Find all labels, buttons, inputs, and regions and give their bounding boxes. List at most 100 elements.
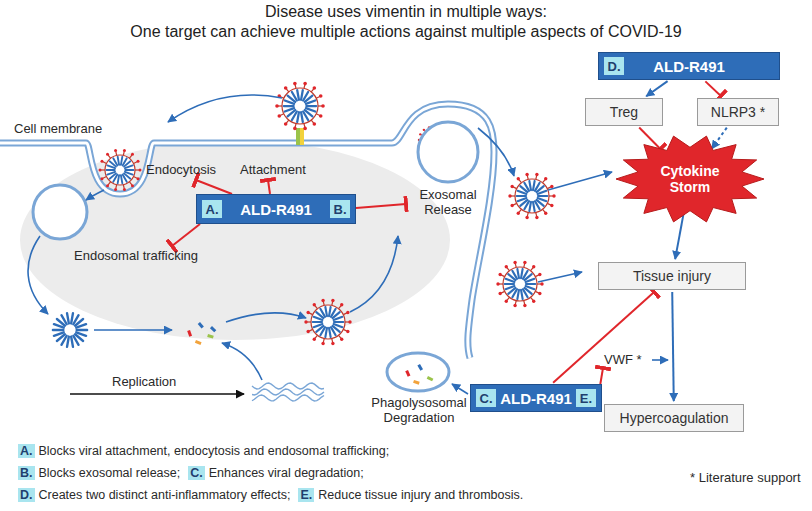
illustration-stroke (517, 290, 519, 299)
illustration-stroke (350, 236, 398, 312)
rna-strand (252, 395, 324, 401)
annotation: Phagolysosomal Degradation (370, 396, 468, 426)
callout-letter: A. (18, 444, 35, 458)
illustration-stroke (94, 329, 172, 331)
legend-text: Blocks viral attachment, endocytosis and… (39, 444, 390, 458)
node-text: Cytokine Storm (648, 163, 732, 195)
illustration-stroke (131, 184, 134, 187)
illustration-stroke (331, 342, 334, 345)
illustration-stroke (517, 195, 526, 197)
node-text: A. (206, 202, 219, 217)
debris-bit (210, 326, 216, 332)
illustration-stroke (123, 188, 126, 191)
viral-debris (187, 322, 433, 385)
illustration-stroke (129, 182, 131, 185)
debris-bit (405, 370, 410, 377)
node-text: Hypercoagulation (620, 410, 729, 426)
illustration-stroke (533, 181, 535, 190)
illustration-stroke (521, 290, 523, 299)
illustration-stroke (529, 181, 531, 190)
illustration-stroke (325, 328, 327, 337)
illustration-stroke (550, 204, 553, 207)
illustration-stroke (284, 105, 294, 107)
illustration-stroke (517, 212, 520, 215)
callout-letter: E. (575, 388, 597, 408)
callout-letter: E. (298, 488, 314, 502)
annotation: Replication (112, 374, 176, 389)
illustration-stroke (346, 330, 349, 333)
illustration-stroke (28, 236, 48, 314)
illustration-stroke (303, 82, 307, 86)
illustration-stroke (108, 155, 110, 158)
annotation: Cell membrane (14, 121, 102, 136)
node-text: D. (608, 59, 621, 74)
illustration-stroke (306, 311, 309, 314)
callout-letter: A. (201, 199, 223, 219)
legend-row: D.Creates two distinct anti-inflammatory… (18, 488, 523, 502)
illustration-stroke (106, 184, 109, 187)
illustration-stroke (321, 104, 325, 108)
drug-box: ALD-R491 C. E. (470, 384, 602, 412)
illustration-stroke (100, 177, 103, 180)
node-text: Treg (610, 104, 638, 120)
illustration-stroke (544, 212, 547, 215)
cytoplasm-shade (20, 140, 450, 340)
illustration-stroke (301, 112, 303, 122)
illustration-stroke (107, 169, 115, 171)
illustration-stroke (340, 303, 343, 306)
uncoated-virus (53, 313, 87, 347)
legend-row: B.Blocks exosomal release;C.Enhances vir… (18, 466, 364, 480)
annotation: Endocytosis (146, 162, 216, 177)
illustration-stroke (137, 160, 140, 163)
illustration-stroke (285, 108, 294, 111)
illustration-stroke (331, 327, 336, 335)
illustration-stroke (268, 180, 270, 194)
illustration-stroke (292, 92, 297, 101)
illustration-stroke (61, 315, 66, 324)
illustration-stroke (321, 342, 324, 345)
illustration-stroke (311, 305, 345, 339)
illustration-stroke (313, 122, 317, 126)
illustration-stroke (301, 90, 303, 100)
illustration-stroke (508, 194, 511, 197)
illustration-stroke (529, 202, 531, 211)
illustration-stroke (303, 111, 308, 120)
node-text: C. (480, 391, 493, 406)
debris-bit (417, 364, 423, 371)
illustration-stroke (137, 177, 140, 180)
illustration-stroke (544, 177, 547, 180)
arrow-connector (646, 81, 667, 96)
virus-group (40, 82, 556, 347)
illustration-stroke (510, 204, 513, 207)
illustration-stroke (304, 320, 307, 323)
illustration-stroke (452, 384, 468, 394)
illustration-stroke (0, 104, 494, 358)
annotation: Endosomal trafficking (74, 248, 198, 263)
illustration-stroke (67, 337, 69, 347)
inhibition-connector (705, 81, 721, 96)
node-text: Tissue injury (633, 268, 711, 284)
debris-bit (198, 322, 204, 329)
debris-bit (413, 380, 420, 385)
debris-bit (427, 376, 434, 381)
callout-letter: C. (475, 388, 497, 408)
drug-box: ALD-R491D. (598, 52, 780, 80)
illustration-stroke (538, 292, 541, 295)
node-text: ALD-R491 (500, 390, 572, 407)
inhibition-lines (172, 180, 603, 392)
illustration-stroke (123, 149, 126, 152)
illustration-stroke (53, 329, 63, 331)
illustration-stroke (419, 133, 421, 135)
illustration-stroke (196, 180, 232, 194)
illustration-stroke (297, 90, 299, 100)
illustration-stroke (277, 114, 281, 118)
illustration-stroke (319, 114, 323, 118)
illustration-stroke (329, 307, 331, 316)
illustration-stroke (282, 88, 318, 124)
illustration-stroke (296, 128, 300, 145)
illustration-stroke (533, 202, 535, 211)
illustration-stroke (121, 157, 122, 165)
illustration-stroke (540, 282, 543, 285)
illustration-stroke (73, 336, 78, 345)
illustration-stroke (275, 104, 279, 108)
